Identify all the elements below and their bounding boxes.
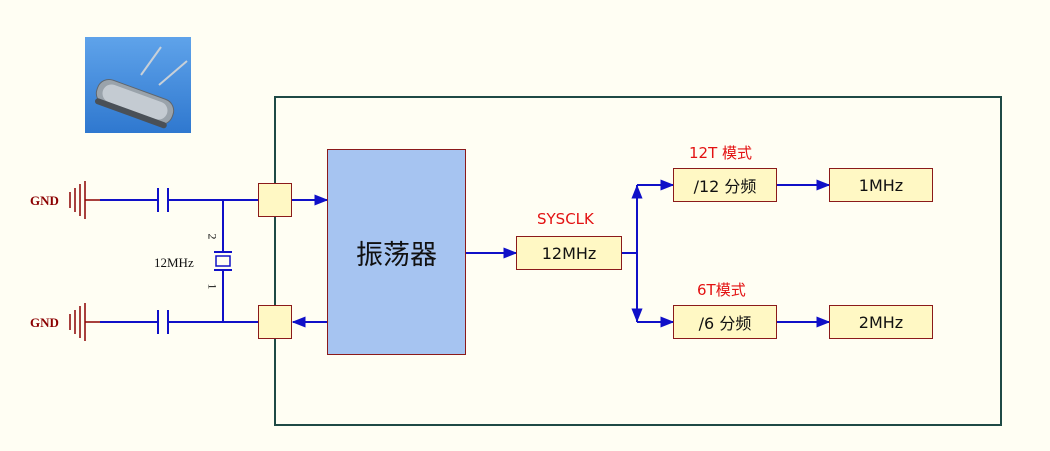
mode-12t-label: 12T 模式 [689,144,753,162]
oscillator-block: 振荡器 [327,149,466,355]
gnd-label-top: GND [30,193,59,208]
crystal-frequency-label: 12MHz [154,255,194,270]
chip-boundary [274,96,1002,426]
crystal-icon [95,46,188,129]
output-2mhz-box: 2MHz [829,305,933,339]
mode-6t-label: 6T模式 [697,281,746,299]
crystal-photo [85,37,191,133]
port-xtal-in [258,183,292,217]
sysclk-label: SYSCLK [537,210,594,228]
capacitor-bottom [157,310,169,334]
output-2mhz-label: 2MHz [858,312,904,332]
output-1mhz-box: 1MHz [829,168,933,202]
crystal-symbol [214,251,232,271]
sysclk-box-label: 12MHz [541,243,597,263]
gnd-symbol-top [69,181,100,219]
divider-6-label: /6 分频 [698,314,752,333]
input-wiring [100,199,258,323]
crystal-pin1-label: 1 [205,283,220,290]
oscillator-label: 振荡器 [356,239,437,271]
divider-12-box: /12 分频 [673,168,777,202]
gnd-label-bottom: GND [30,315,59,330]
divider-6-box: /6 分频 [673,305,777,339]
gnd-symbol-bottom [69,303,100,341]
capacitor-top [157,188,169,212]
divider-12-label: /12 分频 [693,177,757,196]
port-xtal-out [258,305,292,339]
crystal-pin2-label: 2 [205,233,220,240]
sysclk-box: 12MHz [516,236,622,270]
output-1mhz-label: 1MHz [858,175,904,195]
